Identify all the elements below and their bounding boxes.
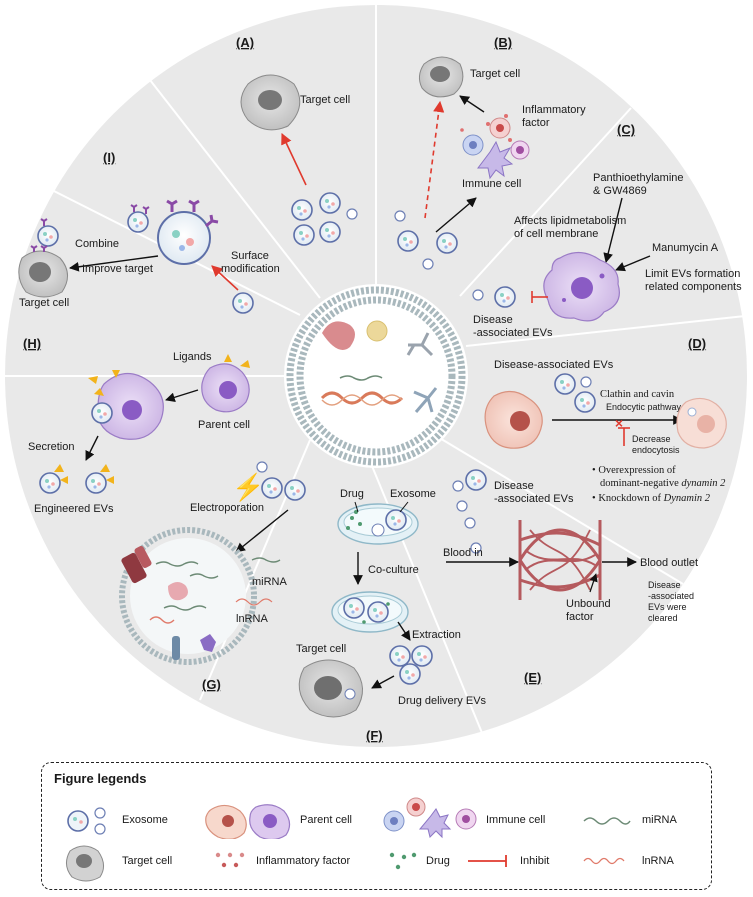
mirna-legend-icon	[583, 817, 631, 825]
panel-d-disease-label: Disease-associated EVs	[494, 359, 614, 371]
panel-h-parent-label: Parent cell	[198, 419, 250, 431]
panel-d-endo-label: Endocytic pathway	[606, 402, 682, 412]
lnrna-legend-icon	[583, 857, 625, 865]
panel-f-target-label: Target cell	[296, 643, 346, 655]
panel-e-disease-label: Disease-associated EVs	[494, 480, 574, 505]
panel-g-title: (G)	[202, 677, 221, 692]
panel-f-drug-label: Drug	[340, 488, 364, 500]
panel-d-bullet1-line2: dominant-negative dynamin 2	[600, 478, 726, 489]
modified-exosome-i	[157, 199, 219, 265]
panel-i-target-label: Target cell	[19, 297, 69, 309]
panel-f-title: (F)	[366, 728, 383, 743]
panel-i-title: (I)	[103, 150, 115, 165]
panel-i-improve-label: Improve target	[82, 263, 153, 275]
legend-exosome: Exosome	[122, 814, 168, 826]
panel-a-target-label: Target cell	[300, 94, 350, 106]
panel-c-disease-label: Disease-associated EVs	[473, 314, 553, 339]
central-exosome	[284, 284, 468, 468]
panel-dividers	[5, 5, 746, 746]
exosome-legend-icon	[67, 807, 106, 835]
panel-b-title: (B)	[494, 35, 512, 50]
legend-inhibit: Inhibit	[520, 855, 550, 867]
panel-a-title: (A)	[236, 35, 254, 50]
panel-b-target-label: Target cell	[470, 68, 520, 80]
panel-e-blood-out-label: Blood outlet	[640, 557, 698, 569]
figure-legend: Figure legends Exosome Parent cell Immun…	[41, 762, 712, 890]
panel-f-delivery-label: Drug delivery EVs	[398, 695, 487, 707]
panel-h-title: (H)	[23, 336, 41, 351]
panel-c: (C) Panthioethylamine& GW4869 Affects li…	[472, 122, 742, 339]
panel-f-coculture-label: Co-culture	[368, 564, 419, 576]
petri-dish-1	[337, 503, 419, 545]
panel-f: Drug Exosome Co-culture Extraction Targe…	[296, 488, 487, 743]
panel-h-secretion-label: Secretion	[28, 441, 74, 453]
panel-b-immune-label: Immune cell	[462, 178, 521, 190]
panel-h-engineered-label: Engineered EVs	[34, 503, 114, 515]
panel-g: ⚡ Electroporation miRNA lnRNA (G)	[119, 461, 306, 692]
panel-h: (H) Ligands Parent cell Secretion Engine…	[23, 336, 250, 515]
panel-c-manu-label: Manumycin A	[652, 242, 719, 254]
panel-g-electro-label: Electroporation	[190, 502, 264, 514]
drug-legend-icon	[389, 852, 417, 870]
immune-cell-legend-icon	[383, 797, 477, 839]
panel-f-extraction-label: Extraction	[412, 629, 461, 641]
engineered-exosome-g	[119, 527, 257, 665]
panel-d: (D) Disease-associated EVs Clathin and c…	[484, 336, 727, 504]
panel-f-exosome-label: Exosome	[390, 488, 436, 500]
panel-e: Disease-associated EVs Blood in Blood ou…	[443, 469, 698, 685]
panel-e-blood-in-label: Blood in	[443, 547, 483, 559]
legend-lnrna: lnRNA	[642, 855, 674, 867]
svg-text:×: ×	[615, 415, 623, 431]
panel-e-title: (E)	[524, 670, 541, 685]
panel-d-bullet1: • Overexpression of	[592, 465, 676, 476]
panel-g-lnrna-label: lnRNA	[236, 613, 268, 625]
panel-d-bullet2: • Knockdown of Dynamin 2	[592, 493, 711, 504]
legend-mirna: miRNA	[642, 814, 677, 826]
panel-g-mirna-label: miRNA	[252, 576, 287, 588]
blood-vessel-network	[518, 520, 602, 600]
panel-h-ligands-label: Ligands	[173, 351, 212, 363]
lightning-icon: ⚡	[232, 472, 264, 503]
legend-target-cell: Target cell	[122, 855, 173, 867]
target-cell-legend-icon	[66, 845, 104, 882]
panel-a: (A) Target cell	[236, 35, 358, 246]
legend-immune-cell: Immune cell	[486, 814, 546, 826]
inhibit-legend-icon	[468, 855, 507, 867]
petri-dish-2	[331, 591, 409, 633]
inflammatory-factor-legend-icon	[215, 852, 245, 868]
legend-parent-cell: Parent cell	[300, 814, 352, 826]
panel-c-drug1-label: Panthioethylamine& GW4869	[593, 172, 684, 197]
panel-i: (I) Combine Improve target Target cell S…	[18, 150, 280, 314]
panel-i-combine-label: Combine	[75, 238, 119, 250]
panel-d-clathin-label: Clathin and cavin	[600, 389, 675, 400]
legend-inflammatory-factor: Inflammatory factor	[256, 855, 351, 867]
parent-cell-legend-icon	[205, 804, 291, 839]
legend-title: Figure legends	[54, 771, 147, 786]
immune-cells-b	[460, 114, 530, 180]
legend-drug: Drug	[426, 855, 450, 867]
panel-c-title: (C)	[617, 122, 635, 137]
panel-d-title: (D)	[688, 336, 706, 351]
